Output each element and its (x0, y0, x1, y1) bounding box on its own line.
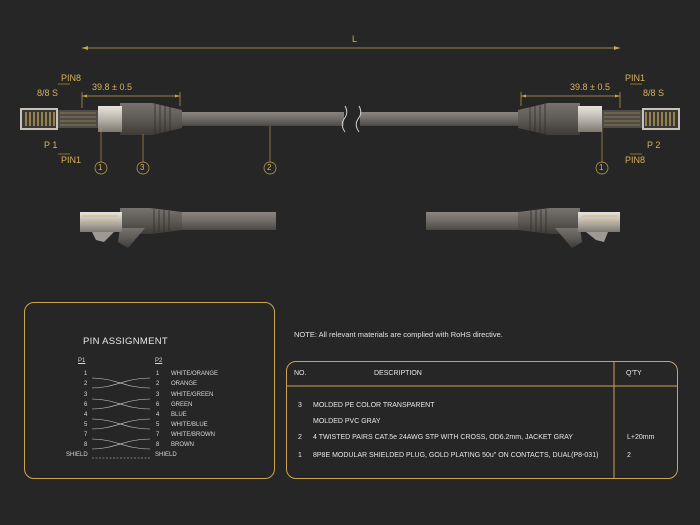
p2-pin: 7 (156, 432, 160, 438)
left-assembly-side (80, 208, 276, 248)
wire-color: BLUE (171, 412, 187, 418)
wire-color: ORANGE (171, 381, 198, 387)
callout-circle-2 (263, 161, 277, 175)
bom-row-no: 3 (298, 402, 302, 409)
right-boot-top (518, 103, 602, 135)
left-dimension-label: 39.8 ± 0.5 (92, 82, 132, 92)
shield-p2: SHIELD (155, 452, 177, 458)
bom-row-qty: L+20mm (627, 434, 655, 441)
p1-pin: 6 (84, 402, 88, 408)
bom-header-description: DESCRIPTION (374, 370, 422, 377)
p2-pin: 2 (156, 381, 160, 387)
bom-header-qty: Q'TY (626, 370, 642, 377)
rohs-note: NOTE: All relevant materials are complie… (294, 330, 503, 339)
wire-color: BROWN (171, 442, 194, 448)
length-label: L (352, 34, 358, 44)
right-assembly-side (426, 208, 620, 248)
p1-pin: 8 (84, 442, 88, 448)
bom-row-description: MOLDED PE COLOR TRANSPARENT (313, 402, 435, 409)
p1-pin: 1 (84, 371, 88, 377)
bom-header-no: NO. (294, 370, 307, 377)
wire-color: GREEN (171, 402, 193, 408)
pin-wiring (91, 377, 151, 459)
callout-2: 2 (267, 163, 272, 172)
p1-pin: 4 (84, 412, 88, 418)
p1-pin: 5 (84, 422, 88, 428)
p2-pin: 3 (156, 392, 160, 398)
p2-pin: 5 (156, 422, 160, 428)
wire-color: WHITE/BLUE (171, 422, 208, 428)
p1-pin: 3 (84, 392, 88, 398)
bom-row-qty: 2 (627, 452, 631, 459)
right-port-label: P 2 (647, 140, 661, 150)
left-port-label: P 1 (44, 140, 58, 150)
callout-circle-1-right (595, 161, 609, 175)
left-dim-line (81, 92, 181, 108)
right-dimension-label: 39.8 ± 0.5 (570, 82, 610, 92)
wire-color: WHITE/GREEN (171, 392, 214, 398)
right-dim-line (520, 92, 621, 108)
p2-pin: 6 (156, 402, 160, 408)
right-type-label: 8/8 S (643, 88, 665, 98)
bom-table (286, 361, 678, 479)
left-type-label: 8/8 S (37, 88, 59, 98)
callout-1-right: 1 (599, 163, 604, 172)
length-dimension-line (82, 46, 620, 50)
p2-label: P2 (155, 358, 163, 364)
left-plug-top (20, 108, 98, 130)
p2-pin: 8 (156, 442, 160, 448)
left-boot-top (98, 103, 182, 135)
right-pin8-label: PIN8 (625, 155, 646, 165)
bom-row-description: 8P8E MODULAR SHIELDED PLUG, GOLD PLATING… (313, 452, 599, 459)
bom-row-description: MOLDED PVC GRAY (313, 418, 381, 425)
pin-assignment-box (24, 302, 275, 479)
callout-3: 3 (140, 163, 145, 172)
p1-label: P1 (78, 358, 86, 364)
p1-pin: 2 (84, 381, 88, 387)
shield-p1: SHIELD (66, 452, 88, 458)
bom-row-description: 4 TWISTED PAIRS CAT.5e 24AWG STP WITH CR… (313, 434, 573, 441)
p2-pin: 1 (156, 371, 160, 377)
wire-color: WHITE/BROWN (171, 432, 215, 438)
left-pin1-label: PIN1 (61, 155, 82, 165)
right-pin1-label: PIN1 (625, 73, 646, 83)
top-cable (178, 105, 524, 133)
pin-assignment-title: PIN ASSIGNMENT (83, 336, 168, 347)
callout-1-left: 1 (98, 163, 103, 172)
p2-pin: 4 (156, 412, 160, 418)
bom-row-no: 2 (298, 434, 302, 441)
wire-color: WHITE/ORANGE (171, 371, 219, 377)
left-pin8-label: PIN8 (61, 73, 82, 83)
right-plug-top (602, 108, 680, 130)
callout-circle-1-left (94, 161, 108, 175)
p1-pin: 7 (84, 432, 88, 438)
bom-row-no: 1 (298, 452, 302, 459)
callout-circle-3 (136, 161, 150, 175)
